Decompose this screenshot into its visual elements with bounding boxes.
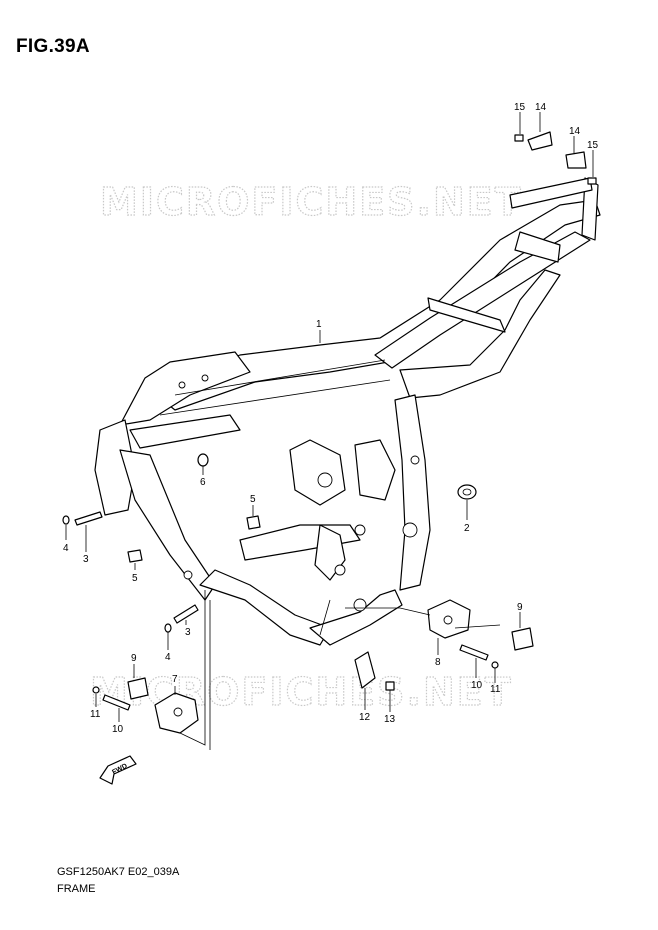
part-15-bolt-b — [587, 177, 597, 185]
svg-text:15: 15 — [587, 140, 599, 151]
part-10-bolt-a — [102, 694, 131, 711]
svg-text:1: 1 — [316, 319, 322, 330]
svg-text:4: 4 — [63, 543, 69, 554]
svg-text:8: 8 — [435, 657, 441, 668]
part-12-bracket — [354, 651, 376, 689]
svg-text:2: 2 — [464, 523, 470, 534]
fwd-arrow: FWD — [99, 755, 137, 785]
footer-code: GSF1250AK7 E02_039A — [57, 866, 180, 878]
svg-text:11: 11 — [490, 684, 501, 695]
part-2-washer — [457, 484, 477, 500]
svg-text:12: 12 — [359, 712, 371, 723]
part-6-bushing — [197, 453, 209, 467]
svg-text:9: 9 — [517, 602, 523, 613]
callouts: 1 2 3 3 4 4 5 5 6 7 8 9 9 10 10 11 11 12… — [63, 102, 599, 735]
svg-text:3: 3 — [185, 627, 191, 638]
svg-text:5: 5 — [250, 494, 256, 505]
svg-text:4: 4 — [165, 652, 171, 663]
part-4-washer-a — [62, 515, 70, 525]
frame-part-1 — [94, 177, 601, 646]
svg-text:14: 14 — [569, 126, 581, 137]
leader-lines — [65, 112, 594, 750]
svg-text:10: 10 — [112, 724, 124, 735]
part-9-bushing-b — [511, 627, 534, 651]
part-15-bolt-a — [514, 134, 524, 142]
figure-title: FIG.39A — [16, 36, 90, 57]
svg-text:3: 3 — [83, 554, 89, 565]
part-11-washer-a — [92, 686, 100, 694]
svg-text:9: 9 — [131, 653, 137, 664]
svg-text:11: 11 — [90, 709, 101, 720]
part-9-bushing-a — [127, 677, 149, 700]
part-10-bolt-b — [459, 644, 489, 661]
footer-name: FRAME — [57, 883, 96, 895]
svg-text:7: 7 — [172, 674, 178, 685]
part-14-plate-b — [565, 151, 587, 169]
svg-text:5: 5 — [132, 573, 138, 584]
part-5-nut-a — [127, 549, 143, 563]
part-13-bolt — [385, 681, 395, 691]
part-14-plate-a — [527, 131, 553, 151]
svg-text:15: 15 — [514, 102, 526, 113]
part-4-washer-b — [164, 623, 172, 633]
watermark-bottom: MICROFICHES.NET — [90, 670, 513, 714]
svg-text:6: 6 — [200, 477, 206, 488]
part-3-bolt-b — [173, 604, 199, 624]
part-3-bolt-a — [74, 511, 103, 526]
svg-text:13: 13 — [384, 714, 396, 725]
watermark-top: MICROFICHES.NET — [100, 180, 523, 224]
part-11-washer-b — [491, 661, 499, 669]
part-5-nut-b — [246, 515, 261, 530]
svg-text:10: 10 — [471, 680, 483, 691]
svg-text:14: 14 — [535, 102, 547, 113]
